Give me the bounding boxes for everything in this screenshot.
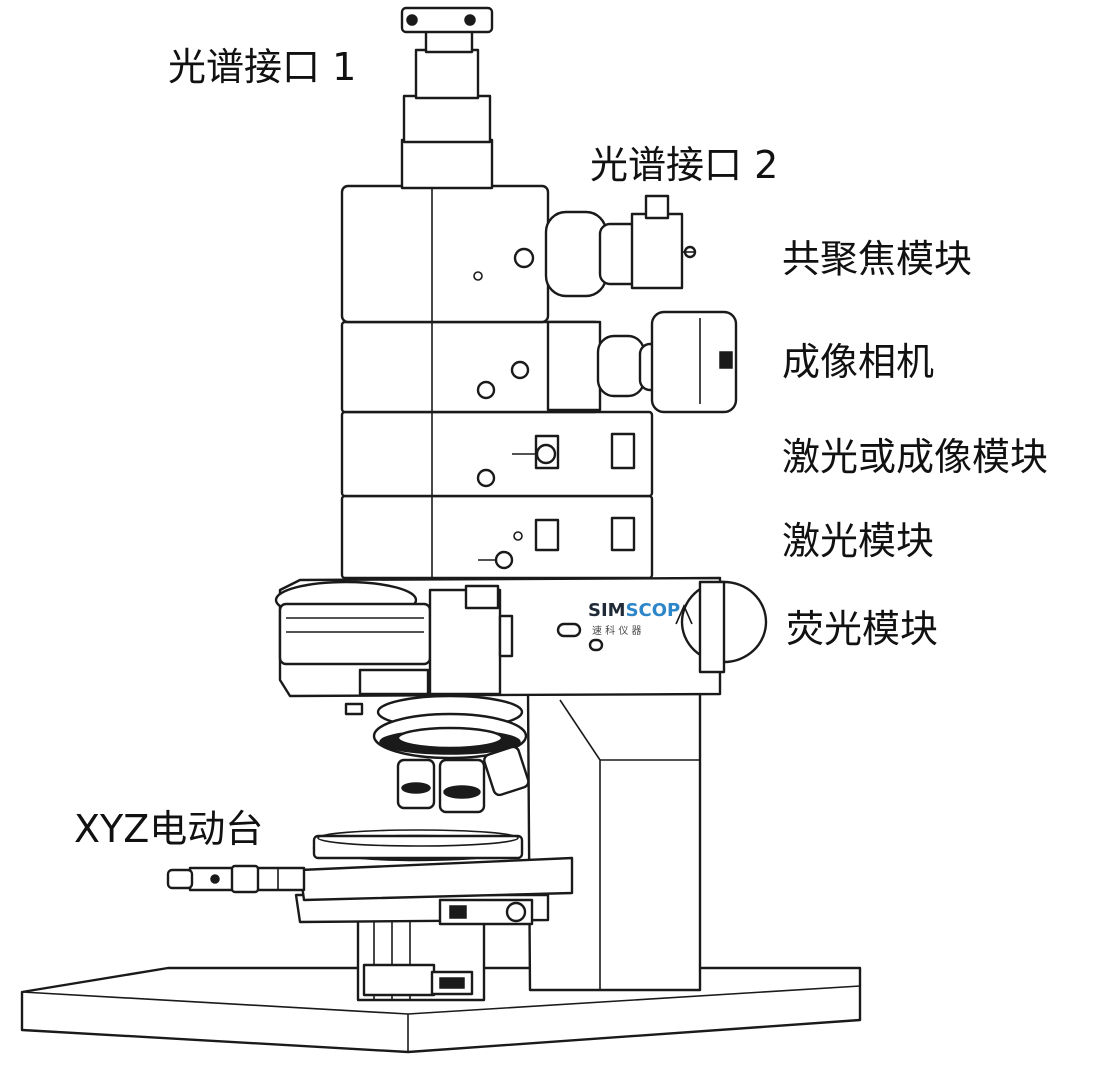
- top-port-column: [400, 6, 494, 190]
- xyz-stage: [166, 829, 574, 926]
- label-spectral-port-1: 光谱接口 1: [168, 45, 357, 89]
- label-spectral-port-2: 光谱接口 2: [590, 143, 779, 187]
- pillar: [526, 688, 702, 992]
- label-imaging-camera: 成像相机: [782, 340, 935, 384]
- camera-module-body: [340, 310, 738, 414]
- label-laser-module: 激光模块: [782, 519, 935, 563]
- label-laser-or-imaging-module: 激光或成像模块: [782, 435, 1049, 479]
- confocal-module-body: [340, 184, 697, 324]
- label-fluorescence-module: 荧光模块: [786, 607, 939, 651]
- brand-name-part1: SIM: [588, 600, 626, 621]
- brand-logo: SIMSCOP 速 科 仪 器: [588, 600, 693, 637]
- objective-turret: [344, 694, 530, 814]
- z-drive-column: [356, 918, 486, 1002]
- label-xyz-stage: XYZ电动台: [74, 807, 264, 851]
- fluorescence-module: [274, 576, 768, 698]
- label-confocal-module: 共聚焦模块: [782, 237, 973, 281]
- brand-tagline: 速 科 仪 器: [592, 624, 642, 637]
- brand-name-part2: SCOP: [626, 600, 681, 621]
- laser-module-body: [340, 494, 654, 580]
- svg-text:SIMSCOP: SIMSCOP: [588, 600, 680, 621]
- laser-or-imaging-module-body: [340, 410, 654, 498]
